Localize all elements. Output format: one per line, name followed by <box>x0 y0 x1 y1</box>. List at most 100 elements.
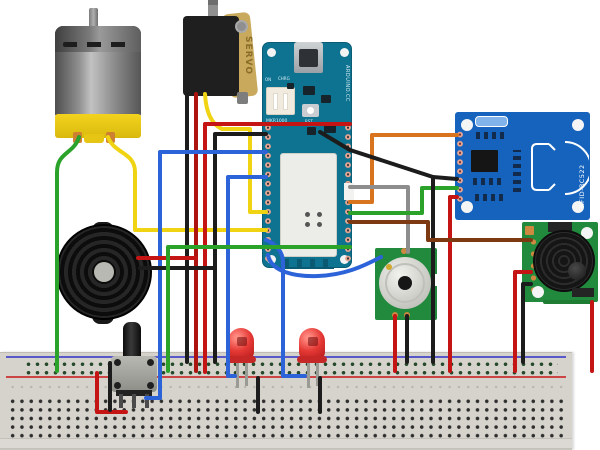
ic-chip <box>307 127 316 135</box>
smd-pads <box>513 150 521 192</box>
mount-hole <box>267 48 276 57</box>
header-pins-left[interactable] <box>264 123 272 263</box>
chrg-led-label: CHRG <box>278 76 290 81</box>
crystal-component <box>475 116 508 127</box>
led-rim <box>297 356 327 363</box>
breadboard-negative-rail-line <box>6 356 566 358</box>
led-red-2[interactable] <box>297 328 327 390</box>
ic-chip <box>324 123 336 133</box>
arduino-brand-label: ARDUINO.CC <box>344 65 350 102</box>
micro-usb-port[interactable] <box>294 42 323 73</box>
ic-chip <box>548 222 572 232</box>
smd-pads <box>476 132 508 139</box>
led-cathode-leg <box>316 360 319 386</box>
potentiometer-body <box>111 356 157 392</box>
mount-hole <box>572 201 584 213</box>
dc-motor-shaft <box>89 8 98 32</box>
rfid-board-label: RFID-RC522 <box>578 164 586 208</box>
ultrasonic-sensor-board[interactable] <box>522 222 598 302</box>
servo-shaft <box>208 0 218 18</box>
dc-motor[interactable] <box>55 26 141 116</box>
pot-screw <box>147 359 154 366</box>
breadboard-rail-holes[interactable] <box>24 359 558 376</box>
motor-yellow-wire[interactable] <box>106 135 268 232</box>
servo-label: SERVO <box>243 36 253 76</box>
potentiometer-base <box>116 390 152 396</box>
board-model-label: MKR1000 <box>266 119 288 124</box>
mount-hole <box>340 48 349 57</box>
battery-connector-slot <box>283 93 288 110</box>
speaker-pin-negative[interactable] <box>404 312 410 318</box>
ic-chip <box>303 86 315 95</box>
sensor-pad <box>525 226 534 235</box>
speaker-gray-wire[interactable] <box>348 185 410 254</box>
pot-leg <box>119 394 123 408</box>
speaker-pin-positive[interactable] <box>392 312 398 318</box>
speaker-cone-center <box>398 276 412 290</box>
speaker-cone-ring <box>385 263 425 303</box>
reset-label: RST <box>305 119 313 124</box>
reset-button[interactable] <box>302 104 319 117</box>
mount-hole <box>461 201 473 213</box>
breadboard[interactable] <box>0 352 572 450</box>
servo-motor[interactable] <box>183 16 239 96</box>
led-inner-mark <box>237 337 247 346</box>
arduino-mkr1000-board[interactable]: ON CHRG MKR1000 RST ARDUINO.CC <box>262 42 354 269</box>
antenna-trace <box>531 141 589 195</box>
mount-hole <box>532 286 544 298</box>
sonar-transducer-dome <box>568 262 586 280</box>
wifi-module-pad <box>305 212 310 217</box>
speaker-board-notch <box>432 274 438 286</box>
servo-yellow-wire[interactable] <box>203 92 268 214</box>
speaker-solder-dot <box>386 264 392 270</box>
rfid-header-pins[interactable] <box>456 130 464 204</box>
dc-motor-terminal-right[interactable] <box>106 132 115 143</box>
wifi-module-pad <box>317 222 322 227</box>
pot-screw <box>147 382 154 389</box>
sonar-brown-wire[interactable] <box>348 220 533 242</box>
led-cathode-leg <box>245 360 248 386</box>
pot-leg <box>132 394 136 408</box>
rfid-orange-wire[interactable] <box>348 133 459 204</box>
breadboard-positive-rail-line <box>6 376 566 378</box>
mount-hole <box>461 119 473 131</box>
breadboard-center-channel <box>0 438 572 449</box>
rfid-red-wire[interactable] <box>448 195 459 373</box>
rfid-rc522-board[interactable]: RFID-RC522 <box>455 112 590 220</box>
dc-motor-terminal-left[interactable] <box>73 132 82 143</box>
wifi-module <box>280 153 337 257</box>
rfid-ic-chip <box>471 150 498 172</box>
mount-hole <box>572 119 584 131</box>
wifi-antenna-bar <box>284 267 334 269</box>
speaker-pin-top[interactable] <box>401 248 407 254</box>
dc-motor-vents <box>63 42 133 47</box>
breadboard-main-holes[interactable] <box>8 395 564 439</box>
buzzer-center <box>94 262 114 282</box>
dc-motor-tab <box>84 134 104 143</box>
pot-screw <box>114 359 121 366</box>
potentiometer[interactable] <box>110 320 158 408</box>
speaker-module[interactable] <box>375 248 438 320</box>
on-led-label: ON <box>265 77 272 82</box>
dc-motor-cap <box>55 26 141 52</box>
led-red-1[interactable] <box>226 328 256 390</box>
led-anode-leg <box>307 360 310 388</box>
micro-usb-opening <box>299 49 318 67</box>
servo-shaft-tip <box>208 0 218 5</box>
smd-pads <box>473 178 505 185</box>
servo-bottom-tab <box>237 92 248 104</box>
battery-connector[interactable] <box>266 87 295 115</box>
mount-hole <box>581 227 593 239</box>
smd-pads <box>475 194 507 201</box>
rfid-green-wire[interactable] <box>348 186 459 215</box>
board-edge-notch <box>344 183 354 200</box>
led-inner-mark <box>308 337 318 346</box>
battery-connector-slot <box>273 93 278 110</box>
sonar-transducer <box>533 230 595 292</box>
ic-chip <box>287 83 294 89</box>
ic-chip <box>321 95 331 103</box>
led-rim <box>226 356 256 363</box>
led-anode-leg <box>236 360 239 388</box>
piezo-buzzer[interactable] <box>55 222 153 324</box>
